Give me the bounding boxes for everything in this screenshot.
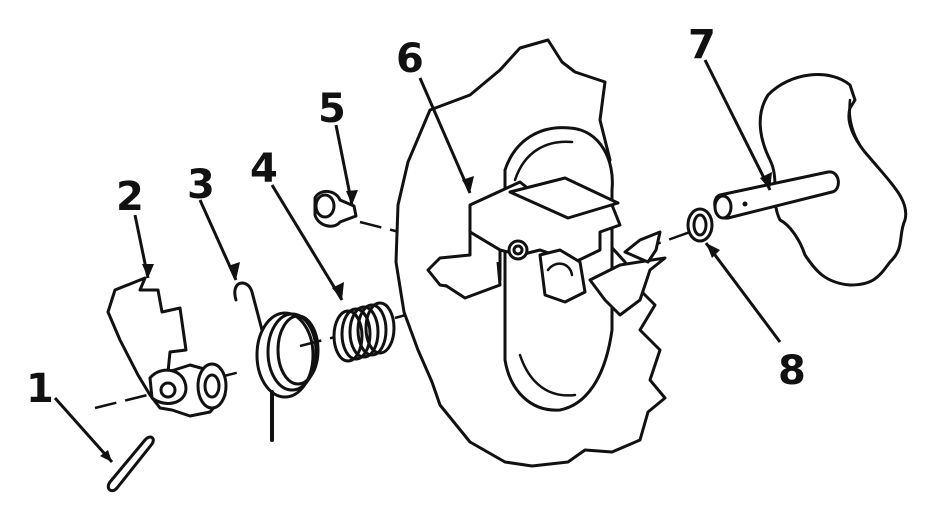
retaining-ring-part-8 [686,207,714,243]
callout-numbers: 1 2 3 4 5 6 7 8 [26,22,806,412]
callout-6: 6 [396,36,424,82]
callout-1: 1 [26,366,54,412]
compression-spring-part-4 [332,301,396,363]
pin-part-1 [106,435,155,493]
callout-3: 3 [187,162,215,208]
callout-5: 5 [318,86,346,132]
leader-arrowheads [100,172,772,462]
callout-4: 4 [250,146,278,192]
screw-part-5 [313,190,358,228]
callout-7: 7 [688,22,716,68]
torsion-spring-part-3 [233,281,320,442]
handle-key-part-7 [713,73,908,287]
callout-8: 8 [778,348,806,394]
latch-housing-part-6 [394,38,667,468]
callout-2: 2 [116,174,144,220]
lever-plate-part-2 [106,276,228,418]
